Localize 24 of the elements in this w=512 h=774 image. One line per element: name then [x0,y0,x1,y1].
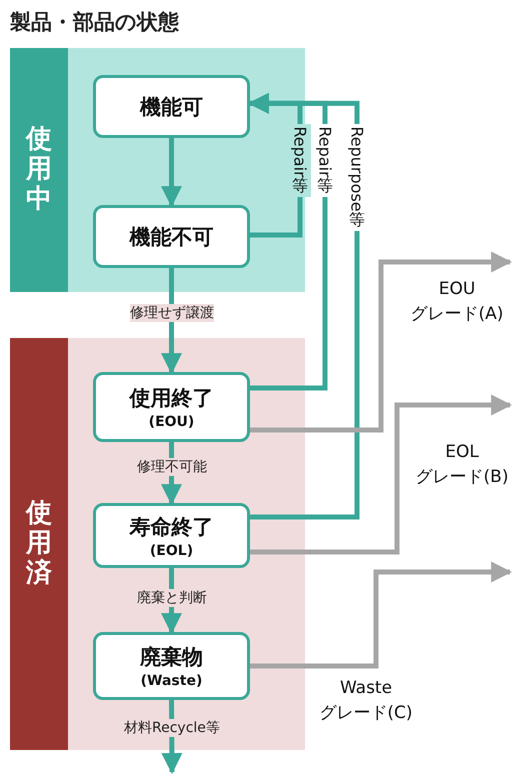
state-box: 寿命終了 (EOL) [93,503,250,568]
edge-label: Waste グレード(C) [318,677,414,725]
edge-label: Repurpose 等 [346,124,368,231]
edge-label: 修理せず譲渡 [130,304,214,322]
state-box: 廃棄物 (Waste) [93,632,250,700]
state-box: 機能可 [93,75,250,138]
edge-label: Repair 等 [314,124,336,197]
arrow [250,562,512,668]
edge-label: Repair 等 [290,124,310,197]
arrow [161,268,182,374]
edge-label: EOL グレード(B) [414,441,510,489]
arrow [250,394,512,554]
arrow [161,138,182,208]
edge-label: EOU グレード(A) [410,278,504,326]
diagram-title: 製品・部品の状態 [10,9,179,36]
edge-label: 修理不可能 [137,458,207,476]
state-box: 使用終了 (EOU) [93,372,250,442]
edge-label: 材料Recycle等 [124,719,220,737]
band-label: 使用中 [10,48,68,292]
band-label: 使用済 [10,338,68,750]
group-band [10,338,305,750]
arrow [250,252,512,432]
edge-label: 廃棄と判断 [137,589,207,607]
state-box: 機能不可 [93,205,250,268]
